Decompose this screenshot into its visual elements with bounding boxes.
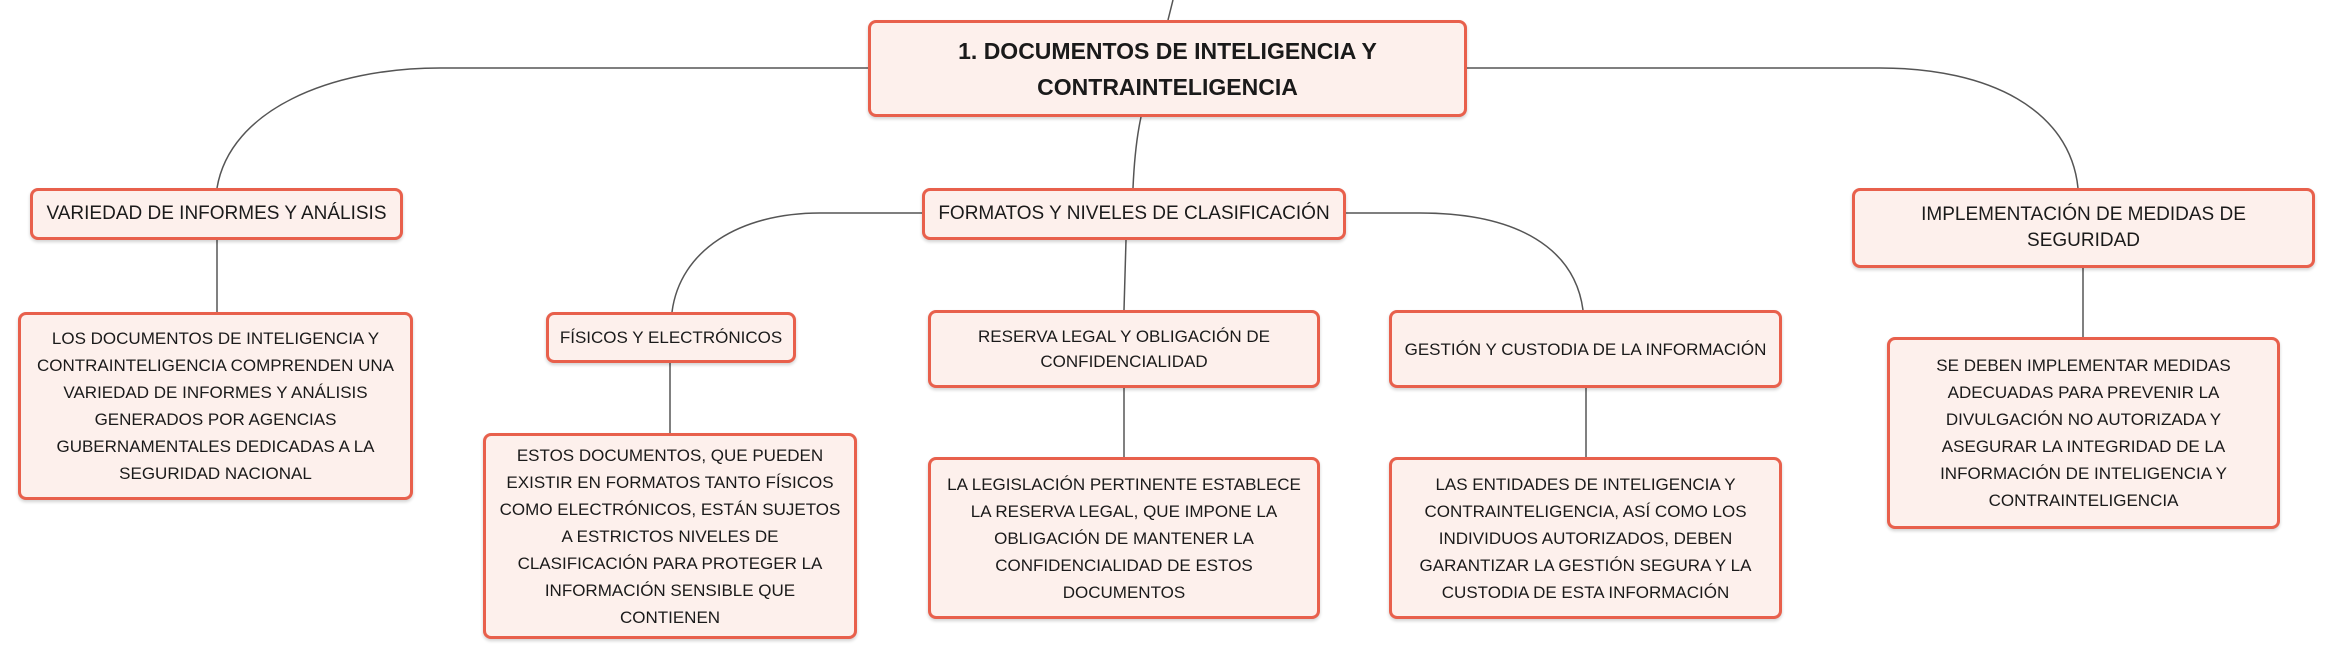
detail-medidas-seguridad-text: SE DEBEN IMPLEMENTAR MEDIDAS ADECUADAS P… bbox=[1936, 356, 2231, 510]
connector-formatos-gestion bbox=[1346, 212, 1584, 311]
topic-fisicos-electronicos[interactable]: FÍSICOS Y ELECTRÓNICOS bbox=[546, 312, 796, 363]
connector-formatos-reserva bbox=[1123, 239, 1127, 311]
topic-medidas-seguridad-label: IMPLEMENTACIÓN DE MEDIDAS DE SEGURIDAD bbox=[1921, 204, 2246, 251]
topic-formatos-niveles[interactable]: FORMATOS Y NIVELES DE CLASIFICACIÓN bbox=[922, 188, 1346, 240]
topic-reserva-legal-label: RESERVA LEGAL Y OBLIGACIÓN DE CONFIDENCI… bbox=[978, 327, 1270, 371]
root-topic-title: 1. DOCUMENTOS DE INTELIGENCIA Y CONTRAIN… bbox=[958, 37, 1377, 100]
connector-root-informes bbox=[216, 67, 868, 189]
detail-variedad-informes[interactable]: LOS DOCUMENTOS DE INTELIGENCIA Y CONTRAI… bbox=[18, 312, 413, 500]
connector-formatos-fisicos bbox=[671, 212, 922, 313]
detail-medidas-seguridad[interactable]: SE DEBEN IMPLEMENTAR MEDIDAS ADECUADAS P… bbox=[1887, 337, 2280, 529]
detail-fisicos-electronicos[interactable]: ESTOS DOCUMENTOS, QUE PUEDEN EXISTIR EN … bbox=[483, 433, 857, 639]
connector-root-seguridad bbox=[1467, 67, 2079, 189]
topic-gestion-custodia-label: GESTIÓN Y CUSTODIA DE LA INFORMACIÓN bbox=[1404, 339, 1767, 359]
detail-gestion-custodia-text: LAS ENTIDADES DE INTELIGENCIA Y CONTRAIN… bbox=[1419, 474, 1752, 602]
detail-reserva-legal[interactable]: LA LEGISLACIÓN PERTINENTE ESTABLECE LA R… bbox=[928, 457, 1320, 619]
topic-formatos-niveles-label: FORMATOS Y NIVELES DE CLASIFICACIÓN bbox=[938, 203, 1330, 224]
connector-root-formatos bbox=[1132, 116, 1142, 189]
detail-reserva-legal-text: LA LEGISLACIÓN PERTINENTE ESTABLECE LA R… bbox=[947, 474, 1301, 602]
topic-gestion-custodia[interactable]: GESTIÓN Y CUSTODIA DE LA INFORMACIÓN bbox=[1389, 310, 1782, 388]
topic-reserva-legal[interactable]: RESERVA LEGAL Y OBLIGACIÓN DE CONFIDENCI… bbox=[928, 310, 1320, 388]
topic-fisicos-electronicos-label: FÍSICOS Y ELECTRÓNICOS bbox=[559, 328, 783, 347]
detail-fisicos-electronicos-text: ESTOS DOCUMENTOS, QUE PUEDEN EXISTIR EN … bbox=[499, 445, 841, 627]
topic-variedad-informes-label: VARIEDAD DE INFORMES Y ANÁLISIS bbox=[46, 203, 387, 224]
topic-medidas-seguridad[interactable]: IMPLEMENTACIÓN DE MEDIDAS DE SEGURIDAD bbox=[1852, 188, 2315, 268]
topic-variedad-informes[interactable]: VARIEDAD DE INFORMES Y ANÁLISIS bbox=[30, 188, 403, 240]
connector-parent-root bbox=[1167, 0, 1174, 21]
detail-gestion-custodia[interactable]: LAS ENTIDADES DE INTELIGENCIA Y CONTRAIN… bbox=[1389, 457, 1782, 619]
detail-variedad-informes-text: LOS DOCUMENTOS DE INTELIGENCIA Y CONTRAI… bbox=[36, 329, 395, 483]
root-topic[interactable]: 1. DOCUMENTOS DE INTELIGENCIA Y CONTRAIN… bbox=[868, 20, 1467, 117]
